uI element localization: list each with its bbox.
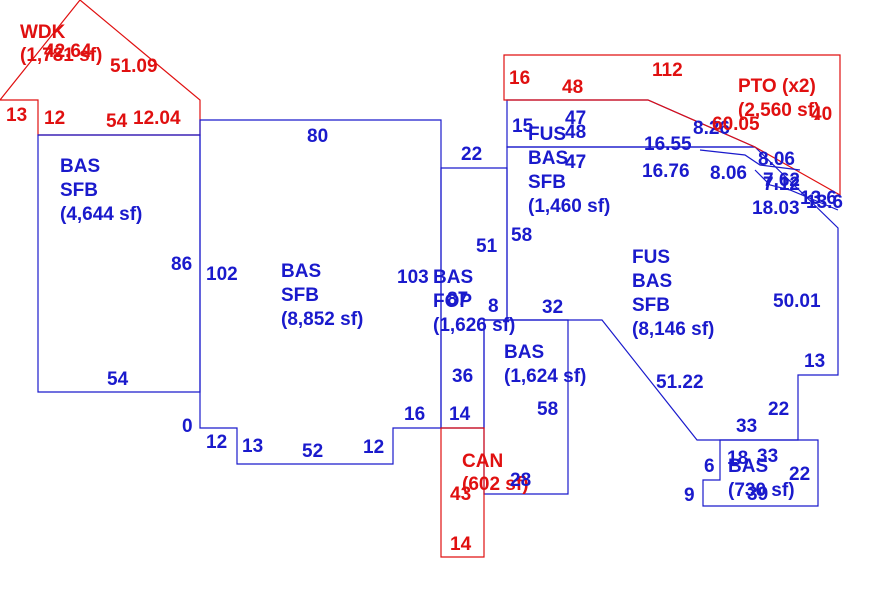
dim-label: 15: [512, 116, 534, 137]
pto-label: PTO (x2) (2,560 sf): [738, 76, 821, 121]
dim-label: 87: [447, 289, 468, 310]
dim-label: 51.09: [110, 56, 158, 77]
dim-label: 58: [537, 399, 558, 420]
dim-label: 12: [44, 108, 65, 129]
bas-south-label: BAS (730 sf): [728, 456, 795, 501]
dim-label: 54: [107, 369, 129, 390]
can-label: CAN (602 sf): [462, 451, 529, 495]
wdk-label: WDK (1,781 sf): [20, 22, 102, 66]
dim-label: 32: [542, 297, 563, 318]
dim-label: 8: [488, 296, 499, 317]
dim-label: 13.6: [806, 192, 843, 213]
bas-south-outline: [702, 439, 819, 507]
dim-label: 13: [6, 105, 27, 126]
dim-label: 16: [509, 68, 530, 89]
dim-label: 58: [511, 225, 532, 246]
dim-label: 103: [397, 267, 429, 288]
dim-label: 36: [452, 366, 473, 387]
bas-center-label: BAS SFB (8,852 sf): [281, 261, 363, 330]
dim-label: 9: [684, 485, 695, 506]
dim-label: 33: [736, 416, 757, 437]
dim-label: 8.06: [758, 149, 795, 170]
dim-label: 12: [206, 432, 227, 453]
dim-label: 16: [404, 404, 425, 425]
dim-label: 14: [450, 534, 472, 555]
dim-label: 0: [182, 416, 193, 437]
dim-label: 112: [652, 60, 683, 81]
fus-north-label: FUS BAS SFB (1,460 sf): [528, 124, 610, 217]
dim-label: 33: [757, 446, 778, 467]
dim-label: 28: [510, 470, 531, 491]
dim-label: 86: [171, 254, 192, 275]
fus-east-label: FUS BAS SFB (8,146 sf): [632, 247, 714, 340]
dim-label: 8.26: [693, 118, 730, 139]
dim-label: 18: [727, 448, 748, 469]
dim-label: 22: [461, 144, 482, 165]
dim-label: 47: [565, 108, 586, 129]
dim-label: 43: [450, 484, 471, 505]
dim-label: 8.06: [710, 163, 747, 184]
bas-small-label: BAS (1,624 sf): [504, 342, 586, 387]
dim-label: 18.03: [752, 198, 800, 219]
dim-label: 51: [476, 236, 498, 257]
dim-label: 13.6: [800, 188, 837, 209]
dim-label: 80: [307, 126, 328, 147]
dim-label: 12: [363, 437, 384, 458]
dim-label: 6: [704, 456, 715, 477]
dim-label: 16.76: [642, 161, 690, 182]
east-jag-outline-2: [699, 149, 801, 171]
dim-label: 51.22: [656, 372, 704, 393]
bas-west-label: BAS SFB (4,644 sf): [60, 156, 142, 225]
dim-label: 7.62: [763, 170, 800, 191]
dim-label: 60.05: [712, 114, 760, 135]
dim-label: 102: [206, 264, 238, 285]
dim-label: 54: [106, 111, 128, 132]
can-outline: [440, 427, 485, 558]
dim-label: 48: [562, 77, 583, 98]
dim-label: 22: [789, 464, 810, 485]
dim-label: 48: [565, 122, 586, 143]
dim-label: 39: [747, 484, 768, 505]
dim-label: 47: [565, 152, 586, 173]
dim-label: 52: [302, 441, 323, 462]
dim-label: 14: [449, 404, 471, 425]
pto-outline: [503, 54, 841, 197]
bas-fop-label: BAS FOP (1,626 sf): [433, 267, 515, 336]
dim-label: 13: [804, 351, 825, 372]
dim-label: 22: [768, 399, 789, 420]
dim-label: 7.12: [763, 174, 800, 195]
dim-label: 42.64: [44, 41, 92, 62]
dim-label: 40: [811, 104, 832, 125]
dim-label: 12.04: [133, 108, 181, 129]
dim-label: 16.55: [644, 134, 692, 155]
dim-label: 13: [242, 436, 263, 457]
dim-label: 50.01: [773, 291, 821, 312]
east-jag-outline: [754, 169, 839, 211]
